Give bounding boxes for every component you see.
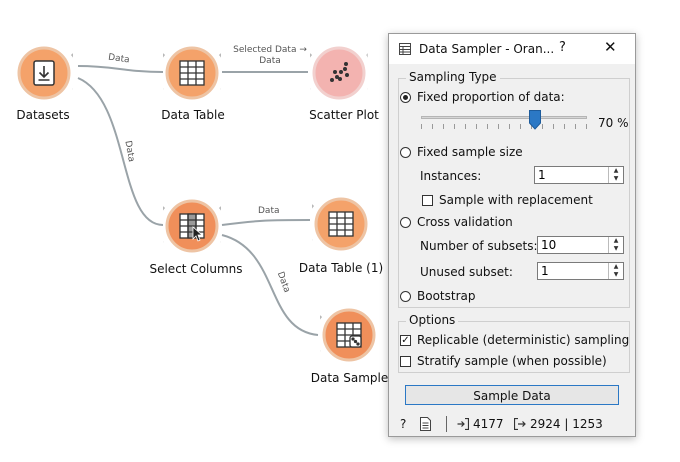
link-datasets-table: [77, 65, 164, 73]
download-file-icon: [33, 60, 55, 86]
fixed-proportion-label: Fixed proportion of data:: [417, 90, 565, 104]
spin-up-icon[interactable]: ▲: [613, 263, 619, 270]
link-select-table1: [221, 219, 311, 226]
slider-track: [421, 116, 587, 119]
subsets-arrows[interactable]: ▲ ▼: [608, 237, 623, 253]
fixed-size-radio[interactable]: [400, 146, 411, 158]
data-sampler-node[interactable]: [320, 306, 378, 364]
instances-label: Instances:: [420, 169, 482, 183]
app-window-icon: [399, 43, 411, 55]
node-label-scatter-plot: Scatter Plot: [309, 108, 379, 122]
sampling-type-title: Sampling Type: [406, 70, 500, 84]
unused-subset-input[interactable]: [541, 264, 601, 278]
scatter-icon: [330, 62, 349, 82]
unused-subset-spinbox[interactable]: ▲ ▼: [537, 262, 624, 280]
link-label-table-scatter: Selected Data → Data: [228, 45, 312, 67]
spin-up-icon[interactable]: ▲: [613, 167, 619, 174]
close-button[interactable]: ✕: [604, 38, 617, 56]
bootstrap-option[interactable]: Bootstrap: [400, 289, 475, 303]
options-title: Options: [406, 313, 459, 327]
slider-ticks: [421, 124, 587, 129]
stratify-checkbox[interactable]: [400, 355, 411, 367]
scatter-plot-node[interactable]: [310, 44, 368, 102]
proportion-slider[interactable]: [421, 110, 587, 130]
sampler-icon: [336, 322, 362, 348]
data-table-1-node[interactable]: [312, 195, 370, 253]
replacement-checkbox[interactable]: [422, 194, 433, 206]
input-count: 4177: [473, 417, 504, 431]
link-label-select-table1: Data: [258, 206, 280, 216]
replicable-label: Replicable (deterministic) sampling: [417, 333, 630, 347]
fixed-size-label: Fixed sample size: [417, 145, 523, 159]
sample-data-button[interactable]: Sample Data: [405, 385, 619, 405]
data-sampler-dialog: Data Sampler - Oran... ? ✕ Sampling Type…: [388, 33, 636, 437]
input-icon: [457, 418, 469, 430]
help-status-icon[interactable]: ?: [400, 417, 407, 431]
help-button[interactable]: ?: [559, 40, 566, 55]
subsets-spinbox[interactable]: ▲ ▼: [537, 236, 624, 254]
select-columns-icon: [179, 213, 205, 242]
spin-up-icon[interactable]: ▲: [613, 237, 619, 244]
replacement-label: Sample with replacement: [439, 193, 593, 207]
spin-down-icon[interactable]: ▼: [613, 271, 619, 278]
sampling-type-group: [398, 78, 630, 308]
unused-subset-arrows[interactable]: ▲ ▼: [608, 263, 623, 279]
output-icon: [514, 418, 526, 430]
instances-spinbox[interactable]: ▲ ▼: [534, 166, 624, 184]
dialog-title: Data Sampler - Oran...: [419, 42, 555, 56]
bootstrap-radio[interactable]: [400, 290, 411, 302]
link-select-sampler: [221, 234, 319, 336]
instances-input[interactable]: [538, 168, 598, 182]
select-columns-node[interactable]: [163, 197, 221, 255]
status-divider: [446, 416, 447, 432]
fixed-size-option[interactable]: Fixed sample size: [400, 145, 523, 159]
report-icon[interactable]: [420, 417, 431, 431]
cross-validation-radio[interactable]: [400, 216, 411, 228]
replicable-option[interactable]: ✓ Replicable (deterministic) sampling: [400, 333, 629, 347]
data-table-node[interactable]: [163, 44, 221, 102]
instances-arrows[interactable]: ▲ ▼: [608, 167, 623, 183]
link-label-line1: Selected Data →: [233, 45, 307, 55]
unused-subset-label: Unused subset:: [420, 265, 513, 279]
node-label-data-table: Data Table: [161, 108, 225, 122]
spin-down-icon[interactable]: ▼: [613, 245, 619, 252]
stratify-label: Stratify sample (when possible): [417, 354, 607, 368]
bootstrap-label: Bootstrap: [417, 289, 476, 303]
datasets-node[interactable]: [15, 44, 73, 102]
node-label-data-table-1: Data Table (1): [298, 261, 384, 275]
subsets-input[interactable]: [541, 238, 601, 252]
replicable-checkbox[interactable]: ✓: [400, 334, 411, 346]
node-label-data-sampler: Data Sampler: [310, 371, 394, 385]
link-datasets-select: [77, 77, 164, 226]
table-icon: [328, 211, 354, 237]
node-label-select-columns: Select Columns: [149, 262, 243, 276]
output-counts: 2924 | 1253: [530, 417, 603, 431]
node-label-datasets: Datasets: [16, 108, 70, 122]
spin-down-icon[interactable]: ▼: [613, 175, 619, 182]
fixed-proportion-option[interactable]: Fixed proportion of data:: [400, 90, 565, 104]
subsets-label: Number of subsets:: [420, 239, 538, 253]
proportion-value: 70 %: [598, 116, 629, 130]
replacement-option[interactable]: Sample with replacement: [422, 193, 593, 207]
cross-validation-option[interactable]: Cross validation: [400, 215, 513, 229]
cross-validation-label: Cross validation: [417, 215, 513, 229]
options-group: [398, 321, 630, 373]
slider-handle[interactable]: [528, 110, 541, 130]
dialog-titlebar[interactable]: Data Sampler - Oran... ? ✕: [389, 34, 635, 64]
table-icon: [179, 60, 205, 86]
fixed-proportion-radio[interactable]: [400, 91, 411, 103]
stratify-option[interactable]: Stratify sample (when possible): [400, 354, 607, 368]
link-label-line2: Data: [259, 56, 281, 66]
